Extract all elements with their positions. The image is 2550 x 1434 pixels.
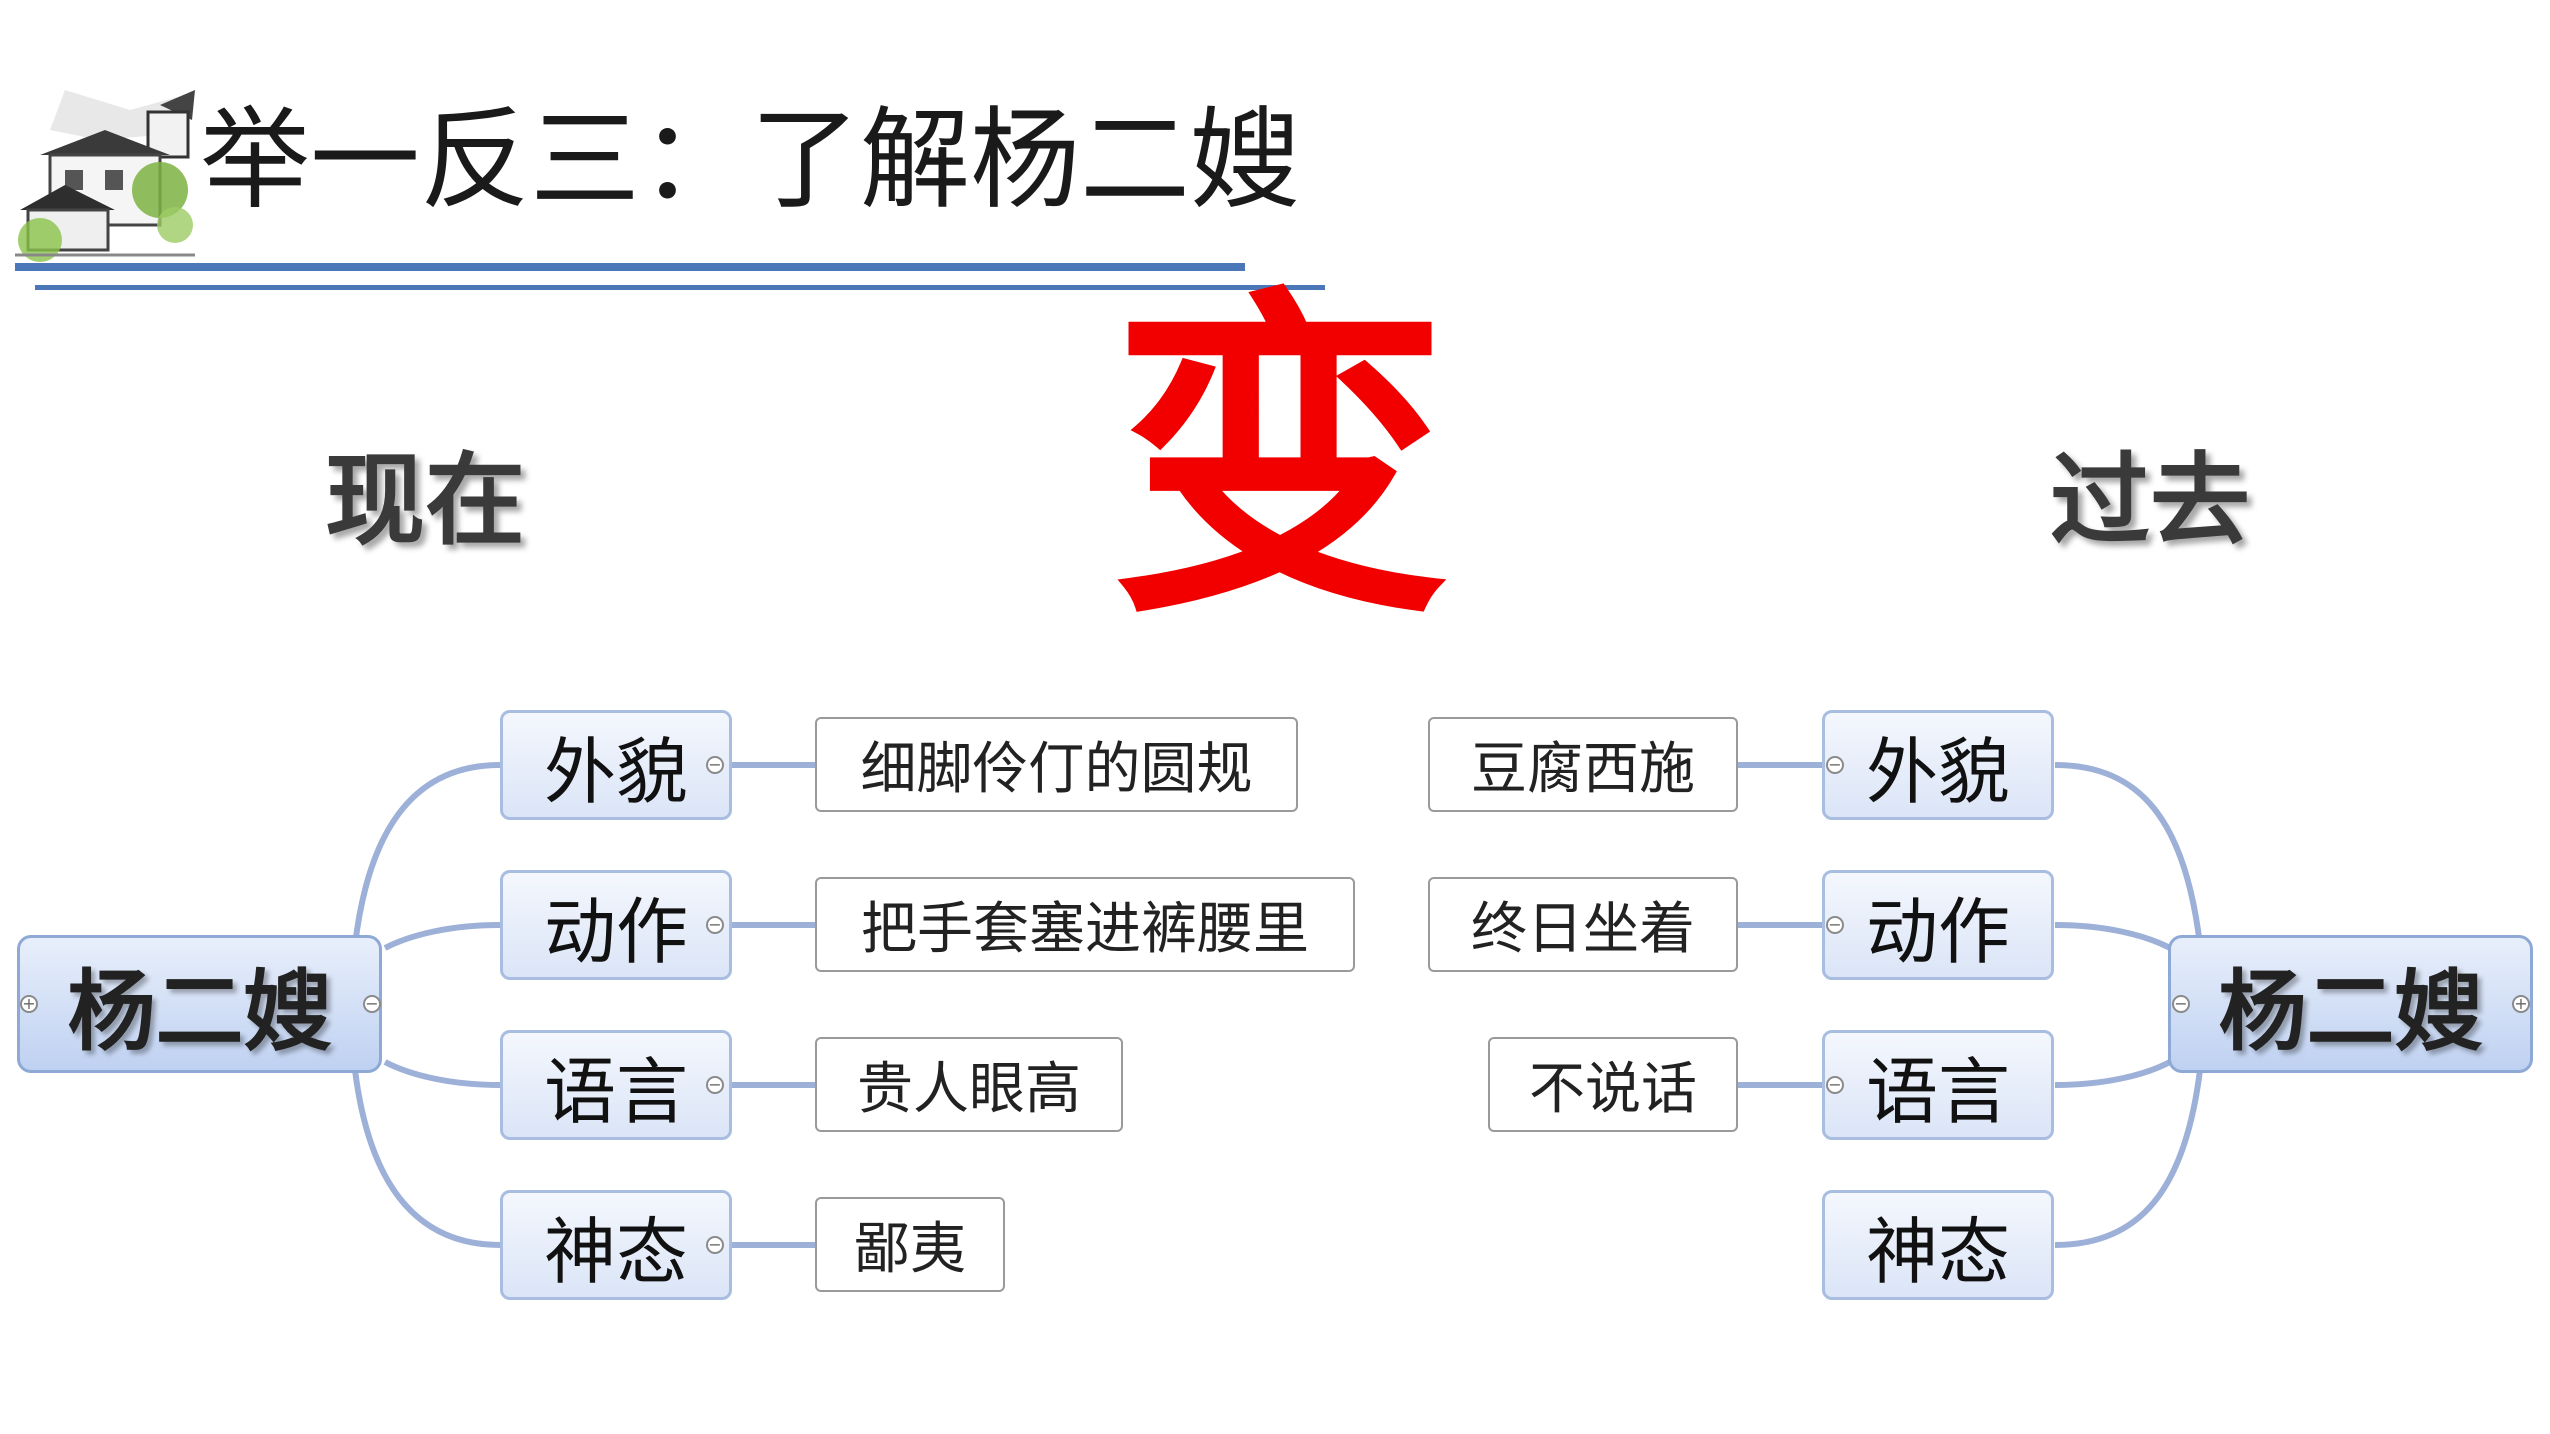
left-branch-action[interactable]: 动作: [500, 870, 732, 980]
present-label: 现在: [325, 441, 525, 559]
left-leaf-appearance[interactable]: 细脚伶仃的圆规: [815, 717, 1298, 812]
left-root-label: 杨二嫂: [67, 958, 332, 1063]
title-underline: [15, 263, 1245, 271]
title-underline-secondary: [35, 285, 1325, 290]
branch-label: 动作: [1865, 889, 2010, 974]
minus-circle-icon[interactable]: −: [706, 1236, 724, 1254]
page-title: 举一反三：了解杨二嫂: [200, 96, 1300, 224]
branch-label: 外貌: [543, 729, 688, 814]
minus-circle-icon[interactable]: −: [1826, 756, 1844, 774]
right-branch-appearance[interactable]: 外貌: [1822, 710, 2054, 820]
right-root-node[interactable]: 杨二嫂: [2168, 935, 2533, 1073]
past-label: 过去: [2050, 441, 2250, 559]
village-painting-icon: [15, 90, 195, 262]
left-leaf-action[interactable]: 把手套塞进裤腰里: [815, 877, 1355, 972]
right-branch-expression[interactable]: 神态: [1822, 1190, 2054, 1300]
leaf-text: 终日坐着: [1471, 897, 1695, 962]
branch-label: 动作: [543, 889, 688, 974]
minus-circle-icon[interactable]: −: [1826, 1076, 1844, 1094]
left-branch-expression[interactable]: 神态: [500, 1190, 732, 1300]
plus-circle-icon[interactable]: +: [2512, 995, 2530, 1013]
minus-circle-icon[interactable]: −: [1826, 916, 1844, 934]
branch-label: 神态: [1865, 1209, 2010, 1294]
minus-circle-icon[interactable]: −: [2172, 995, 2190, 1013]
change-character: 变: [1110, 260, 1450, 659]
plus-circle-icon[interactable]: +: [20, 995, 38, 1013]
branch-label: 神态: [543, 1209, 688, 1294]
minus-circle-icon[interactable]: −: [706, 756, 724, 774]
leaf-text: 豆腐西施: [1471, 737, 1695, 802]
minus-circle-icon[interactable]: −: [706, 1076, 724, 1094]
left-leaf-speech[interactable]: 贵人眼高: [815, 1037, 1123, 1132]
left-branch-speech[interactable]: 语言: [500, 1030, 732, 1140]
right-leaf-action[interactable]: 终日坐着: [1428, 877, 1738, 972]
leaf-text: 贵人眼高: [857, 1057, 1081, 1122]
leaf-text: 把手套塞进裤腰里: [861, 897, 1309, 962]
leaf-text: 细脚伶仃的圆规: [860, 737, 1253, 802]
branch-label: 语言: [1865, 1049, 2010, 1134]
minus-circle-icon[interactable]: −: [706, 916, 724, 934]
branch-label: 语言: [543, 1049, 688, 1134]
leaf-text: 鄙夷: [854, 1217, 966, 1282]
left-leaf-expression[interactable]: 鄙夷: [815, 1197, 1005, 1292]
right-leaf-appearance[interactable]: 豆腐西施: [1428, 717, 1738, 812]
left-root-node[interactable]: 杨二嫂: [17, 935, 382, 1073]
leaf-text: 不说话: [1529, 1057, 1697, 1122]
right-branch-speech[interactable]: 语言: [1822, 1030, 2054, 1140]
right-root-label: 杨二嫂: [2218, 958, 2483, 1063]
left-branch-appearance[interactable]: 外貌: [500, 710, 732, 820]
minus-circle-icon[interactable]: −: [363, 995, 381, 1013]
right-leaf-speech[interactable]: 不说话: [1488, 1037, 1738, 1132]
branch-label: 外貌: [1865, 729, 2010, 814]
right-branch-action[interactable]: 动作: [1822, 870, 2054, 980]
